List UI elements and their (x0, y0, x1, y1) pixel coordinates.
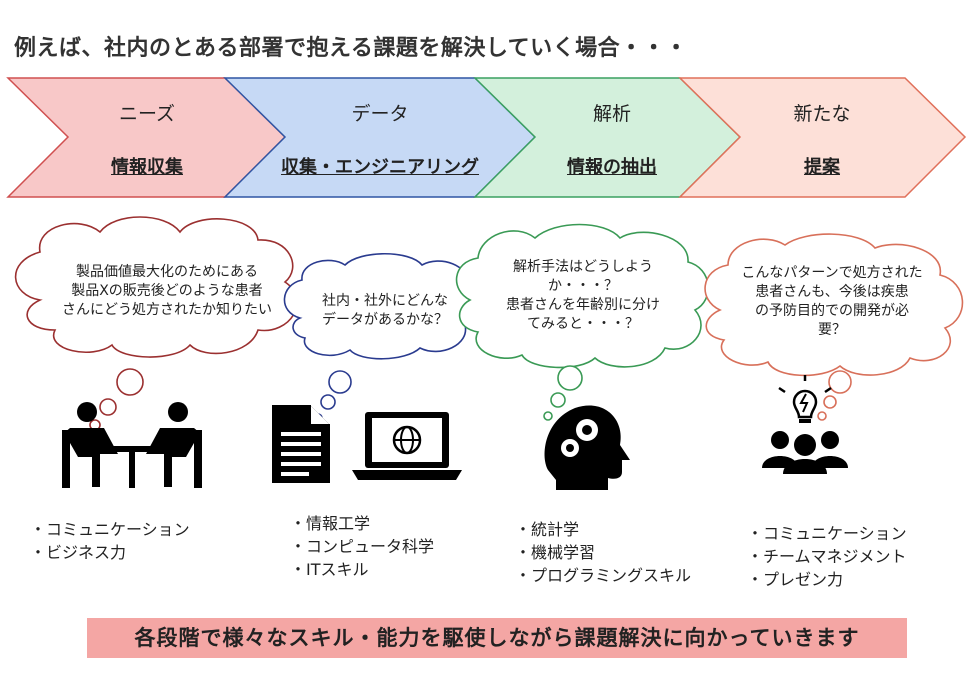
stage-sub-needs: 情報収集 (111, 157, 183, 178)
page-title: 例えば、社内のとある部署で抱える課題を解決していく場合・・・ (14, 36, 688, 61)
skills-list-data: ・情報工学 ・コンピュータ科学 ・ITスキル (290, 512, 434, 581)
skill-item: ・コミュニケーション (30, 520, 190, 539)
bubble-text-1: 製品価値最大化のためにある 製品Xの販売後どのような患者 さんにどう処方されたか… (62, 264, 272, 318)
stage-sub-proposal: 提案 (804, 157, 840, 178)
laptop-globe-icon (352, 412, 462, 480)
stage-sub-analysis: 情報の抽出 (567, 157, 657, 178)
thought-bubble-2 (283, 252, 483, 423)
summary-banner: 各段階で様々なスキル・能力を駆使しながら課題解決に向かっていきます (87, 618, 907, 658)
skill-item: ・チームマネジメント (747, 547, 907, 566)
skill-item: ・機械学習 (515, 543, 596, 562)
skill-item: ・プログラミングスキル (515, 566, 692, 585)
document-icon (272, 405, 330, 483)
stage-label-proposal: 新たな (793, 103, 851, 125)
skill-item: ・ビジネス力 (30, 543, 127, 562)
stage-sub-data: 収集・エンジニアリング (281, 157, 479, 178)
thought-bubble-3 (455, 223, 710, 421)
team-idea-icon (762, 375, 848, 474)
bubble-text-3: 解析手法はどうしよう か・・・？ 患者さんを年齢別に分け てみると・・・？ (506, 259, 660, 332)
stage-arrow-proposal (678, 77, 967, 198)
bubble-text-4: こんなパターンで処方された 患者さんも、今後は疾患 の予防目的での開発が必 要？ (741, 265, 923, 338)
skill-item: ・統計学 (515, 520, 580, 539)
skill-item: ・情報工学 (290, 514, 371, 533)
meeting-people-icon (62, 402, 202, 488)
skills-list-analysis: ・統計学 ・機械学習 ・プログラミングスキル (515, 518, 691, 587)
skill-item: ・ITスキル (290, 560, 369, 579)
skill-item: ・コンピュータ科学 (290, 537, 435, 556)
thought-bubble-1 (14, 216, 298, 431)
stage-label-analysis: 解析 (592, 103, 631, 125)
head-gears-icon (544, 405, 630, 490)
stage-label-data: データ (351, 103, 409, 125)
skills-list-proposal: ・コミュニケーション ・チームマネジメント ・プレゼン力 (747, 522, 907, 591)
thought-bubble-4 (704, 233, 964, 421)
skill-item: ・プレゼン力 (747, 570, 844, 589)
stage-label-needs: ニーズ (118, 103, 176, 125)
bubble-text-2: 社内・社外にどんな データがあるかな？ (322, 293, 448, 328)
skill-item: ・コミュニケーション (747, 524, 907, 543)
skills-list-needs: ・コミュニケーション ・ビジネス力 (30, 518, 190, 564)
